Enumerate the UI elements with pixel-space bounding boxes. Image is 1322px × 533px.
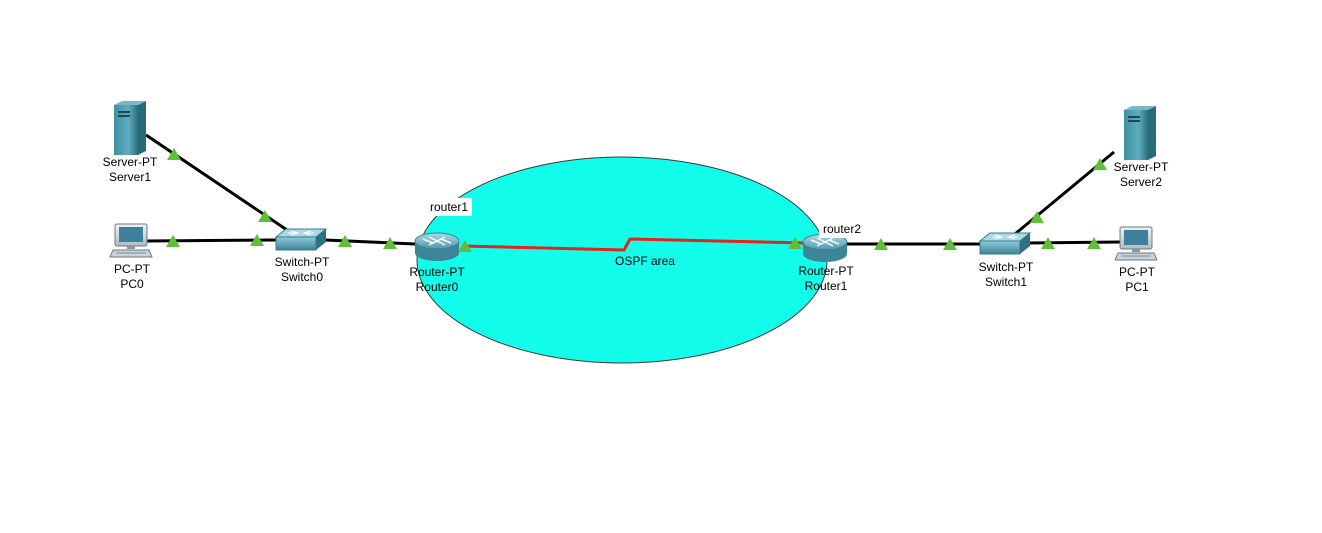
device-name: PC1 xyxy=(1125,280,1149,294)
link-status-triangle xyxy=(1041,237,1055,249)
link-status-triangle xyxy=(458,240,472,252)
link-status-triangle xyxy=(258,210,272,222)
note-router1[interactable]: router1 xyxy=(426,198,473,216)
server-icon[interactable] xyxy=(1124,106,1156,160)
device-type: Router-PT xyxy=(798,264,854,278)
router-icon[interactable] xyxy=(802,233,848,262)
link-status-triangle xyxy=(383,237,397,249)
device-name: Router0 xyxy=(415,280,459,294)
switch-icon[interactable] xyxy=(274,228,328,251)
link-status-triangle xyxy=(338,235,352,247)
device-name: Server2 xyxy=(1119,175,1163,189)
device-type: Switch-PT xyxy=(978,260,1034,274)
device-type: Switch-PT xyxy=(274,255,330,269)
device-type: Router-PT xyxy=(409,265,465,279)
link-status-triangle xyxy=(1087,237,1101,249)
ospf-area-label[interactable]: OSPF area xyxy=(615,254,676,268)
link-status-triangle xyxy=(1093,158,1107,170)
device-type: Server-PT xyxy=(1113,160,1169,174)
device-label-server1: Server-PT Server1 xyxy=(90,155,170,185)
link-status-triangle xyxy=(874,238,888,250)
device-name: Router1 xyxy=(804,279,848,293)
device-name: Switch1 xyxy=(984,275,1028,289)
device-label-router1: Router-PT Router1 xyxy=(786,264,866,294)
link-status-triangle xyxy=(167,148,181,160)
link-status-triangle xyxy=(788,237,802,249)
link-status-triangle xyxy=(1030,211,1044,223)
device-type: Server-PT xyxy=(102,155,158,169)
serial-link-router0-router1[interactable] xyxy=(461,237,807,252)
device-label-server2: Server-PT Server2 xyxy=(1101,160,1181,190)
device-name: Server1 xyxy=(108,170,152,184)
link-switch1-pc1[interactable] xyxy=(1026,240,1121,245)
device-label-pc0: PC-PT PC0 xyxy=(92,262,172,292)
server-icon[interactable] xyxy=(114,101,146,155)
link-status-triangle xyxy=(943,238,957,250)
link-status-triangle xyxy=(166,235,180,247)
note-router2[interactable]: router2 xyxy=(819,220,866,238)
device-label-switch0: Switch-PT Switch0 xyxy=(262,255,342,285)
device-label-switch1: Switch-PT Switch1 xyxy=(966,260,1046,290)
link-switch0-router0[interactable] xyxy=(324,238,416,246)
pc-icon[interactable] xyxy=(109,223,153,258)
device-type: PC-PT xyxy=(114,262,150,276)
pc-icon[interactable] xyxy=(1114,226,1158,261)
device-label-router0: Router-PT Router0 xyxy=(397,265,477,295)
device-type: PC-PT xyxy=(1119,265,1155,279)
device-name: PC0 xyxy=(120,277,144,291)
router-icon[interactable] xyxy=(414,232,460,261)
link-status-triangle xyxy=(250,234,264,246)
device-label-pc1: PC-PT PC1 xyxy=(1097,265,1177,295)
link-status-indicators xyxy=(166,148,1107,252)
device-name: Switch0 xyxy=(280,270,324,284)
switch-icon[interactable] xyxy=(978,232,1032,255)
